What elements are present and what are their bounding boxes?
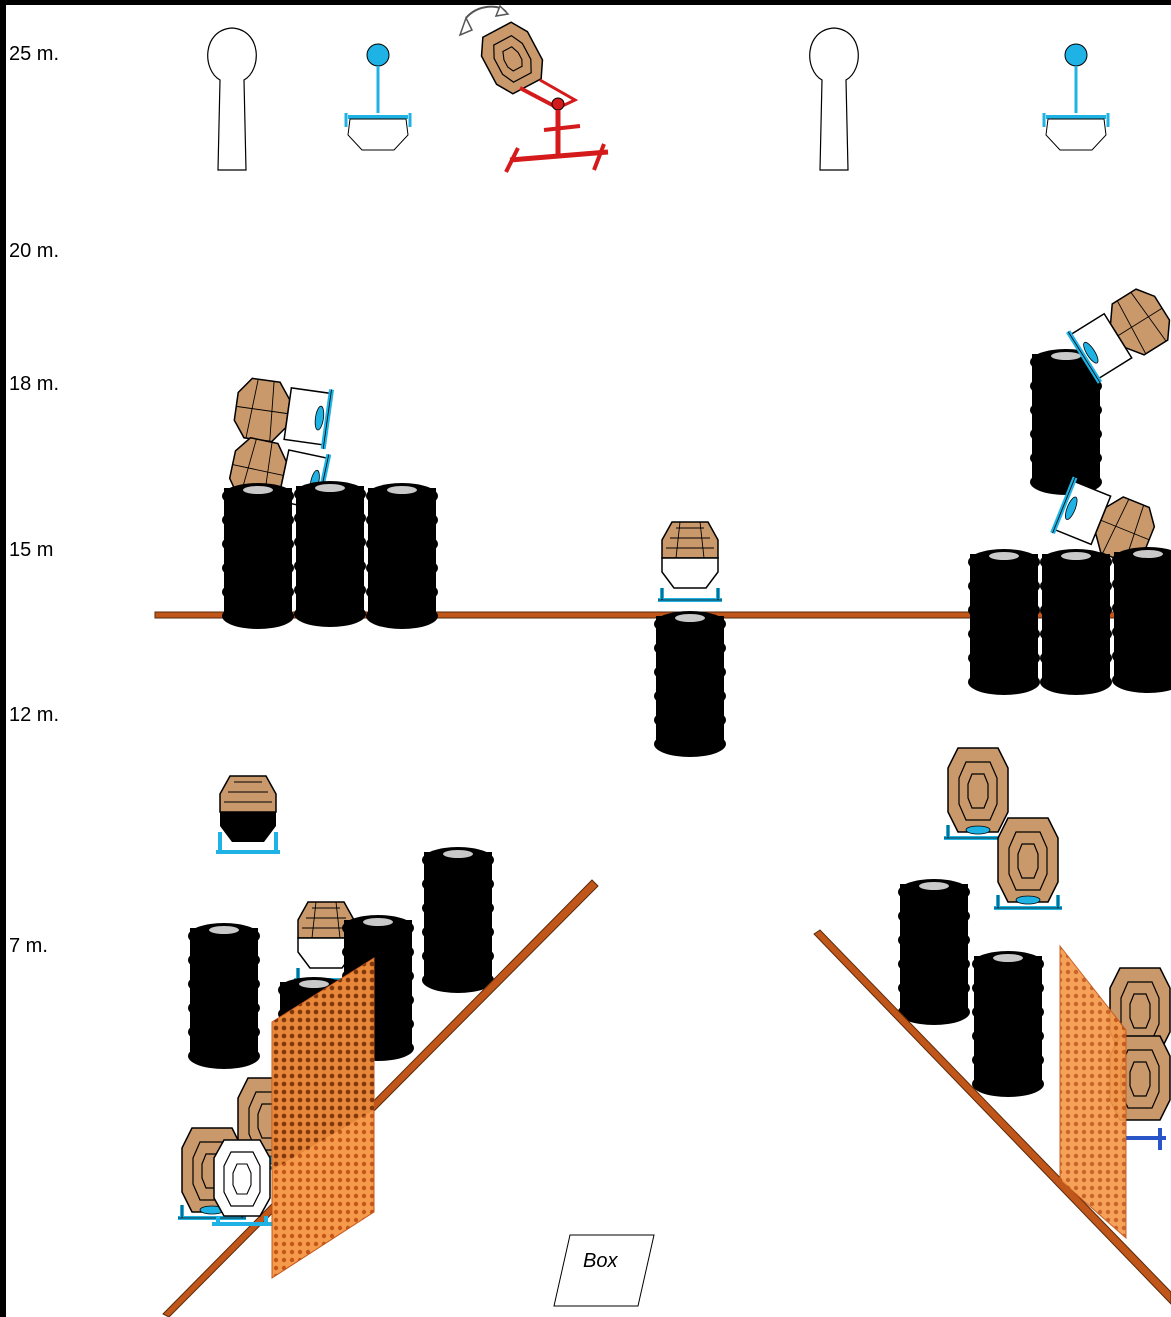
tire-stack-center bbox=[654, 611, 726, 757]
stand-target-right-2 bbox=[994, 818, 1062, 908]
mini-popper-1 bbox=[344, 42, 412, 152]
frame-top-border bbox=[0, 0, 1171, 5]
half-target-dark-left bbox=[216, 775, 280, 854]
distance-label-20m: 20 m. bbox=[9, 240, 60, 262]
popper-target-1 bbox=[207, 27, 257, 171]
swinging-target-red-stand bbox=[458, 4, 609, 173]
tire-stack-lower-left-back bbox=[422, 847, 494, 993]
tire-stack-left-1 bbox=[222, 483, 294, 629]
mesh-wall-left bbox=[271, 957, 375, 1279]
distance-label-15m: 15 m bbox=[9, 539, 54, 561]
tire-stack-lower-left-1 bbox=[188, 923, 260, 1069]
distance-label-7m: 7 m. bbox=[9, 935, 48, 957]
mesh-wall-right bbox=[1059, 944, 1127, 1240]
tire-stack-left-2 bbox=[294, 481, 366, 627]
distance-label-25m: 25 m. bbox=[9, 43, 60, 65]
tire-stack-lower-right-2 bbox=[972, 951, 1044, 1097]
frame-left-border bbox=[0, 0, 6, 1317]
tire-stack-right-1 bbox=[968, 549, 1040, 695]
tire-stack-right-2 bbox=[1040, 549, 1112, 695]
tire-stack-left-3 bbox=[366, 483, 438, 629]
half-target-center bbox=[656, 520, 724, 602]
shooting-box-label: Box bbox=[583, 1250, 618, 1272]
shooting-box bbox=[553, 1234, 655, 1307]
popper-target-2 bbox=[809, 27, 859, 171]
mini-popper-2 bbox=[1042, 42, 1110, 152]
tire-stack-right-3 bbox=[1112, 547, 1171, 693]
tire-stack-lower-right-1 bbox=[898, 879, 970, 1025]
distance-label-12m: 12 m. bbox=[9, 704, 60, 726]
stand-target-right-1 bbox=[944, 748, 1012, 838]
fault-line-diagonal-right bbox=[813, 929, 1171, 1305]
stand-target-lower-right-partial bbox=[1109, 967, 1171, 1150]
distance-label-18m: 18 m. bbox=[9, 373, 60, 395]
no-shoot-target-white bbox=[212, 1139, 272, 1226]
tilted-target-left-upper bbox=[232, 377, 331, 449]
